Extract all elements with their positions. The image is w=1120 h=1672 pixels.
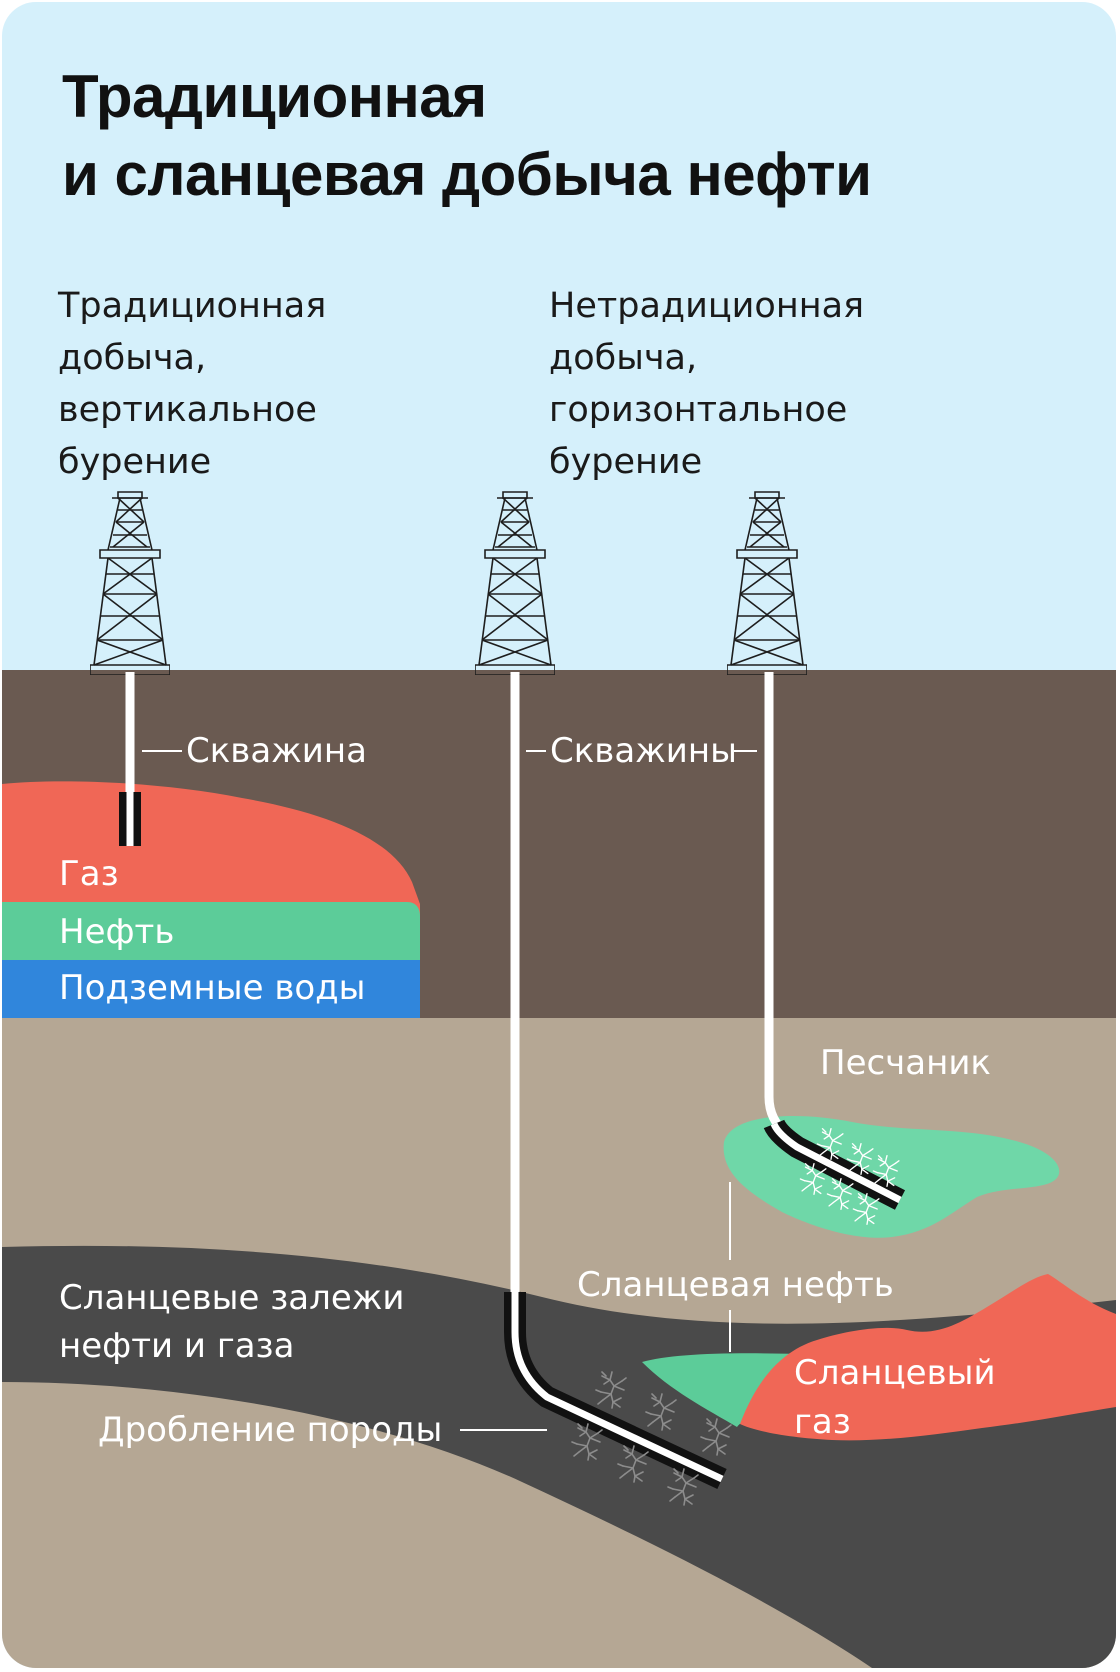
shale-deposits-label: Сланцевые залежи нефти и газа: [59, 1274, 405, 1370]
title-line-1: Традиционная: [62, 63, 487, 130]
shale-gas-line: газ: [794, 1402, 851, 1442]
fracturing-label: Дробление породы: [98, 1410, 443, 1450]
page-title: Традиционная и сланцевая добыча нефти: [62, 58, 872, 214]
sandstone-label: Песчаник: [820, 1043, 991, 1083]
unconventional-drilling-caption: Нетрадиционная добыча, горизонтальное бу…: [549, 280, 864, 488]
drilling-rig-icon: [727, 491, 807, 675]
gas-label: Газ: [59, 854, 119, 894]
caption-line: добыча,: [549, 338, 698, 378]
caption-line: Нетрадиционная: [549, 286, 865, 326]
caption-line: горизонтальное: [549, 390, 848, 430]
caption-line: бурение: [549, 442, 703, 482]
shale-gas-line: Сланцевый: [794, 1353, 996, 1393]
drilling-rig-icon: [475, 491, 555, 675]
groundwater-label: Подземные воды: [59, 968, 366, 1008]
traditional-drilling-caption: Традиционная добыча, вертикальное бурени…: [58, 280, 326, 488]
shale-gas-label: Сланцевый газ: [794, 1349, 996, 1447]
wells-label: Скважины: [550, 731, 737, 771]
title-line-2: и сланцевая добыча нефти: [62, 141, 872, 208]
groundwater-layer: [2, 960, 420, 1018]
caption-line: вертикальное: [58, 390, 317, 430]
oil-label: Нефть: [59, 912, 175, 952]
shale-gas-pocket: [740, 1274, 1116, 1441]
well-label: Скважина: [186, 731, 367, 771]
caption-line: бурение: [58, 442, 212, 482]
drilling-rig-icon: [90, 491, 170, 675]
shale-deposits-line: Сланцевые залежи: [59, 1278, 405, 1318]
caption-line: добыча,: [58, 338, 207, 378]
shale-oil-label: Сланцевая нефть: [577, 1265, 894, 1305]
caption-line: Традиционная: [58, 286, 327, 326]
shale-deposits-line: нефти и газа: [59, 1326, 295, 1366]
